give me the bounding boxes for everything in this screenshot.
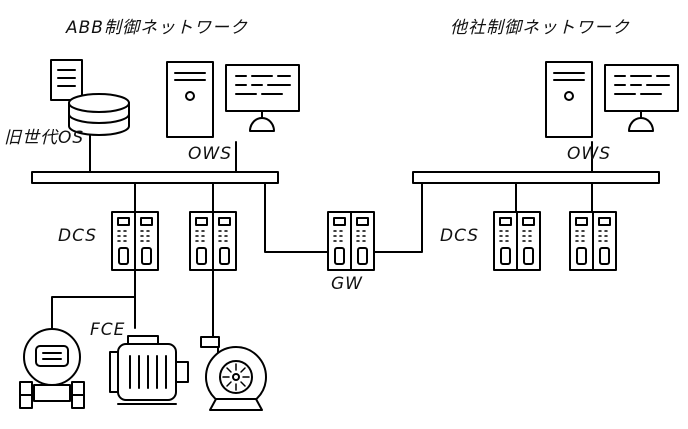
gw-label: GW: [331, 274, 363, 294]
abb-network-title: ABB制御ネットワーク: [66, 18, 248, 38]
pc-tower-icon: [545, 61, 593, 138]
legacy-os-label: 旧世代OS: [4, 128, 85, 148]
pump-icon: [200, 336, 267, 411]
motor-icon: [109, 335, 189, 405]
ows-left-label: OWS: [188, 144, 232, 164]
other-network-title: 他社制御ネットワーク: [450, 18, 630, 38]
other-network-bus: [412, 171, 660, 184]
abb-network-bus: [31, 171, 279, 184]
fce-label: FCE: [90, 320, 126, 340]
gateway-controller-icon: [327, 211, 375, 271]
dcs-left-label: DCS: [58, 226, 98, 246]
database-icon: [68, 93, 130, 136]
dcs-right-label: DCS: [440, 226, 480, 246]
flow-meter-icon: [19, 328, 85, 409]
pc-tower-icon: [166, 61, 214, 138]
dcs-controller-icon: [569, 211, 617, 271]
ows-right-label: OWS: [567, 144, 611, 164]
document-icon: [50, 59, 83, 101]
monitor-icon: [225, 64, 300, 132]
dcs-controller-icon: [189, 211, 237, 271]
connection-lines: [51, 130, 593, 349]
monitor-icon: [604, 64, 679, 132]
dcs-controller-icon: [111, 211, 159, 271]
dcs-controller-icon: [493, 211, 541, 271]
